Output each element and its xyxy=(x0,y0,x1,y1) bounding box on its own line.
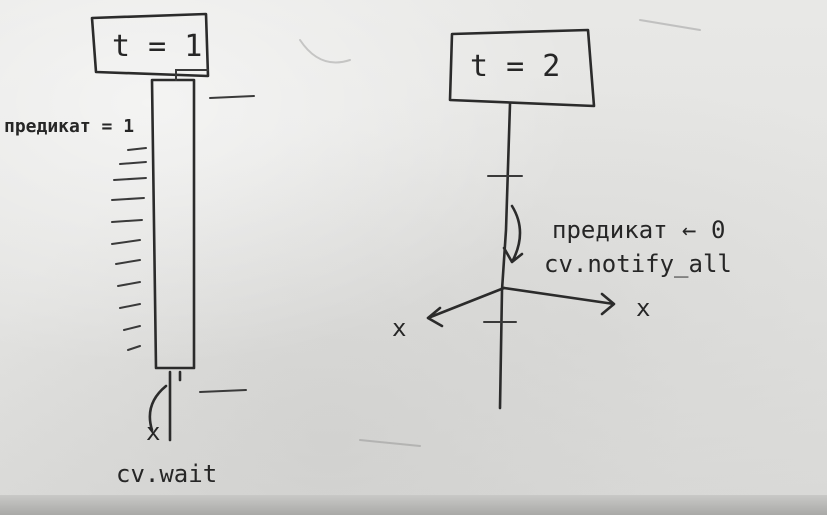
thread-2: t = 2 предикат ← 0 cv.notify_all x x xyxy=(392,28,732,410)
notify-arrow xyxy=(502,204,524,264)
thread-2-label: t = 2 xyxy=(470,49,560,84)
thread-1-header-box xyxy=(90,12,210,78)
left-cross-mark: x xyxy=(392,314,406,342)
waiting-hatch xyxy=(111,147,147,351)
wait-connector xyxy=(148,370,182,442)
thread-2-notify-call: cv.notify_all xyxy=(544,250,732,278)
erased-mark xyxy=(359,439,421,447)
thread-1: t = 1 предикат = 1 x cv.wait xyxy=(4,12,255,488)
thread-1-label: t = 1 xyxy=(112,29,202,64)
thread-2-predicate-set: предикат ← 0 xyxy=(552,216,725,244)
thread-1-wait-call: cv.wait xyxy=(116,460,217,488)
right-cross-mark: x xyxy=(636,294,650,322)
whiteboard-tray xyxy=(0,495,827,515)
erased-mark xyxy=(299,39,351,64)
thread-1-predicate-note: предикат = 1 xyxy=(4,116,134,137)
wait-cross-mark: x xyxy=(146,418,160,446)
erased-mark xyxy=(639,19,701,31)
start-tick xyxy=(209,95,255,99)
notify-branch-right xyxy=(502,286,616,316)
thread-2-header-box xyxy=(448,28,596,108)
notify-branch-left xyxy=(426,286,506,328)
activation-bar-top-cap xyxy=(175,69,209,81)
thread-2-lifeline xyxy=(498,102,512,410)
thread-1-activation-bar xyxy=(150,78,196,370)
end-tick xyxy=(199,389,247,393)
